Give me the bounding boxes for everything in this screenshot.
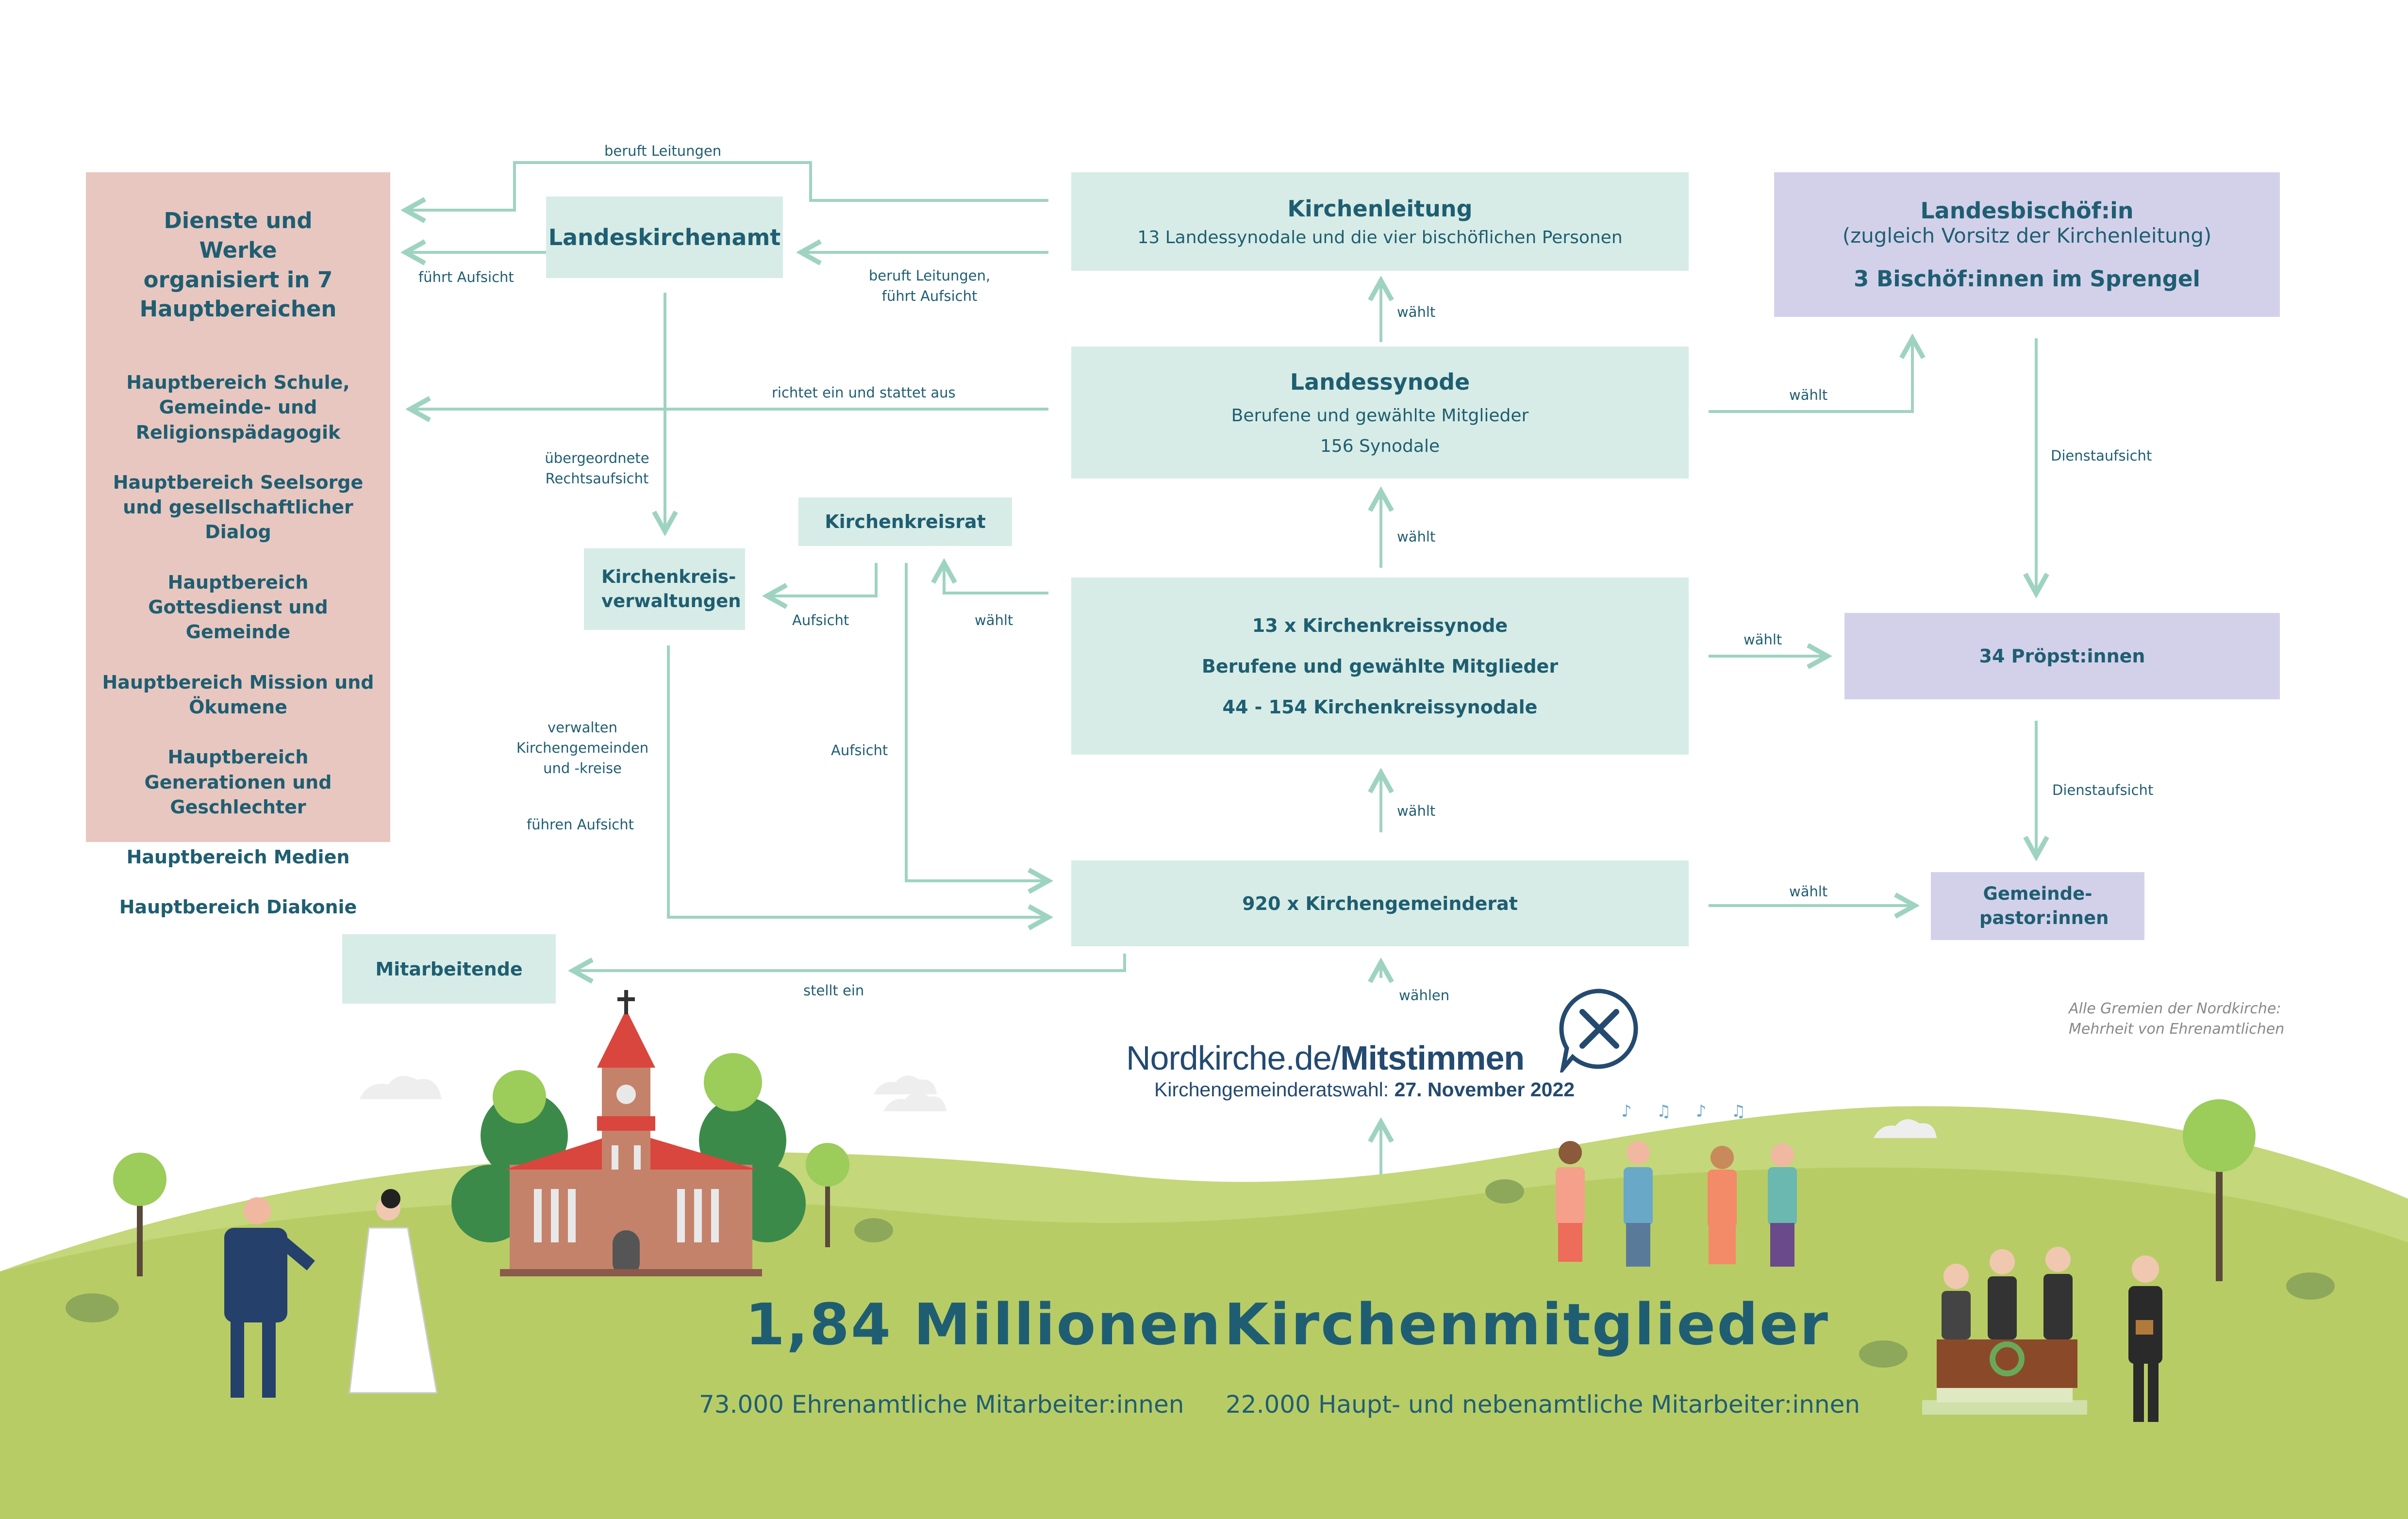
ballot-cross-icon bbox=[1559, 989, 1638, 1073]
kirchenkreissynode-box: 13 x Kirchenkreissynode Berufene und gew… bbox=[1071, 578, 1689, 755]
note-line2: Mehrheit von Ehrenamtlichen bbox=[2069, 1021, 2285, 1038]
arrow-ls-lb bbox=[1709, 338, 1912, 413]
hauptbereich-item: Hauptbereich Generationen und Geschlecht… bbox=[144, 746, 332, 818]
label-aufsicht-kkv: Aufsicht bbox=[792, 612, 849, 628]
hauptbereich-item: Hauptbereich Mission und Ökumene bbox=[102, 671, 374, 718]
kirchenkreissynode-line1: 13 x Kirchenkreissynode bbox=[1252, 614, 1508, 636]
note-line1: Alle Gremien der Nordkirche: bbox=[2069, 1000, 2281, 1017]
label-aufsicht-kgr: Aufsicht bbox=[831, 742, 888, 759]
hauptamtliche-count: 22.000 Haupt- und nebenamtliche Mitarbei… bbox=[1226, 1390, 1860, 1419]
label-fuehrt-aufsicht: führt Aufsicht bbox=[418, 269, 514, 285]
bushes bbox=[66, 1179, 2335, 1368]
dienste-title: Dienste und Werke organisiert in 7 Haupt… bbox=[139, 208, 337, 322]
kirchenleitung-box: Kirchenleitung 13 Landessynodale und die… bbox=[1071, 172, 1689, 271]
logo-text: Nordkirche.de/Mitstimmen bbox=[1126, 1039, 1525, 1077]
kirchenkreisverwaltungen-box: Kirchenkreis-verwaltungen bbox=[584, 548, 745, 630]
label-dienstaufsicht-2: Dienstaufsicht bbox=[2052, 782, 2154, 798]
hauptbereich-list: Hauptbereich Schule, Gemeinde- und Relig… bbox=[100, 370, 376, 920]
kirchengemeinderat-box: 920 x Kirchengemeinderat bbox=[1071, 860, 1689, 946]
proepste-box: 34 Pröpst:innen bbox=[1844, 613, 2280, 699]
landessynode-sub1: Berufene und gewählte Mitglieder bbox=[1231, 406, 1529, 426]
landessynode-title: Landessynode bbox=[1290, 369, 1470, 395]
arrow-beruft-leitungen bbox=[405, 161, 1048, 210]
hauptbereich-item: Hauptbereich Diakonie bbox=[119, 896, 357, 918]
hauptbereich-item: Hauptbereich Gottesdienst und Gemeinde bbox=[148, 571, 328, 643]
kirchenkreissynode-line3: 44 - 154 Kirchenkreissynodale bbox=[1222, 696, 1538, 718]
arrow-aufsicht-kgr bbox=[905, 563, 1048, 881]
arrow-kkv-kgr bbox=[667, 645, 1048, 917]
dienste-und-werke-box: Dienste und Werke organisiert in 7 Haupt… bbox=[86, 172, 390, 918]
label-uebergeordnete: übergeordnete Rechtsaufsicht bbox=[545, 450, 649, 487]
label-waehlt-ls: wählt bbox=[1397, 528, 1436, 545]
arrow-kkr-kkv bbox=[767, 563, 878, 596]
landesbischof-box: Landesbischöf:in (zugleich Vorsitz der K… bbox=[1774, 172, 2280, 317]
logo-text-regular: Nordkirche.de/ bbox=[1126, 1039, 1341, 1077]
funeral-illustration bbox=[1922, 1247, 2162, 1422]
nordkirche-logo[interactable]: Nordkirche.de/Mitstimmen Kirchengemeinde… bbox=[1126, 1039, 1670, 1106]
label-waehlen: wählen bbox=[1399, 987, 1450, 1004]
tree-mid bbox=[806, 1143, 849, 1247]
kirchenleitung-title: Kirchenleitung bbox=[1287, 196, 1473, 222]
mitarbeitende-box: Mitarbeitende bbox=[342, 934, 556, 1004]
music-notes-icon: ♪ ♫ ♪ ♫ bbox=[1621, 1102, 1756, 1121]
label-waehlt-kkr: wählt bbox=[975, 612, 1013, 628]
label-verwalten: verwalten Kirchengemeinden und -kreise bbox=[516, 719, 649, 777]
kirchenkreisverwaltungen-label: Kirchenkreis-verwaltungen bbox=[601, 566, 741, 611]
label-waehlt-kks: wählt bbox=[1397, 803, 1436, 819]
logo-subtitle: Kirchengemeinderatswahl: 27. November 20… bbox=[1154, 1078, 1575, 1101]
landesbischof-title: Landesbischöf:in bbox=[1920, 198, 2134, 224]
gemeindepastor-label: Gemeinde-pastor:innen bbox=[1979, 883, 2109, 928]
kirchenkreisrat-box: Kirchenkreisrat bbox=[798, 497, 1012, 546]
arrow-kks-kkr bbox=[944, 563, 1048, 594]
hauptbereich-item: Hauptbereich Schule, Gemeinde- und Relig… bbox=[126, 372, 350, 443]
label-waehlt-kl: wählt bbox=[1397, 304, 1436, 320]
logo-text-bold: Mitstimmen bbox=[1340, 1039, 1525, 1077]
landessynode-sub2: 156 Synodale bbox=[1320, 436, 1440, 456]
clouds bbox=[359, 1075, 1937, 1138]
label-fuehren-aufsicht: führen Aufsicht bbox=[527, 816, 634, 833]
label-waehlt-pr: wählt bbox=[1744, 631, 1782, 648]
tree-left bbox=[113, 1153, 166, 1276]
label-waehlt-gp: wählt bbox=[1789, 883, 1828, 900]
landessynode-box: Landessynode Berufene und gewählte Mitgl… bbox=[1071, 347, 1689, 479]
label-beruft-leitungen: beruft Leitungen bbox=[604, 143, 722, 159]
kirchenkreissynode-line2: Berufene und gewählte Mitglieder bbox=[1201, 655, 1559, 677]
landeskirchenamt-label: Landeskirchenamt bbox=[548, 224, 781, 250]
people-illustration bbox=[1556, 1141, 1797, 1267]
proepste-label: 34 Pröpst:innen bbox=[1979, 645, 2145, 667]
kirchenkreisrat-label: Kirchenkreisrat bbox=[825, 511, 986, 532]
landesbischof-sub: (zugleich Vorsitz der Kirchenleitung) bbox=[1842, 224, 2212, 248]
label-stellt-ein: stellt ein bbox=[803, 982, 864, 999]
kirchengemeinderat-label: 920 x Kirchengemeinderat bbox=[1242, 892, 1518, 914]
label-dienstaufsicht-1: Dienstaufsicht bbox=[2051, 447, 2152, 464]
members-headline-left: 1,84 Millionen bbox=[745, 1291, 1222, 1358]
label-beruft-fuehrt: beruft Leitungen, führt Aufsicht bbox=[868, 267, 991, 305]
arrow-kgr-mitarbeitende bbox=[573, 954, 1126, 971]
landeskirchenamt-box: Landeskirchenamt bbox=[546, 197, 783, 278]
logo-subtitle-bold: 27. November 2022 bbox=[1394, 1078, 1575, 1101]
logo-subtitle-regular: Kirchengemeinderatswahl: bbox=[1154, 1078, 1389, 1101]
gemeindepastor-box: Gemeinde-pastor:innen bbox=[1931, 872, 2144, 940]
kirchenleitung-sub: 13 Landessynodale und die vier bischöfli… bbox=[1137, 228, 1623, 248]
mitarbeitende-label: Mitarbeitende bbox=[375, 958, 523, 980]
wedding-couple-illustration bbox=[224, 1189, 438, 1398]
note-ehrenamt: Alle Gremien der Nordkirche: Mehrheit vo… bbox=[2069, 999, 2284, 1040]
hauptbereich-item: Hauptbereich Medien bbox=[126, 846, 350, 868]
label-richtet-ein: richtet ein und stattet aus bbox=[772, 384, 956, 401]
members-headline-right: Kirchenmitglieder bbox=[1224, 1291, 1829, 1358]
hauptbereich-item: Hauptbereich Seelsorge und gesellschaftl… bbox=[113, 471, 364, 543]
church-illustration bbox=[451, 990, 806, 1276]
landesbischof-line: 3 Bischöf:innen im Sprengel bbox=[1854, 266, 2200, 292]
label-waehlt-lb: wählt bbox=[1789, 387, 1828, 403]
tree-right bbox=[2183, 1099, 2256, 1281]
ehrenamtliche-count: 73.000 Ehrenamtliche Mitarbeiter:innen bbox=[699, 1390, 1184, 1419]
